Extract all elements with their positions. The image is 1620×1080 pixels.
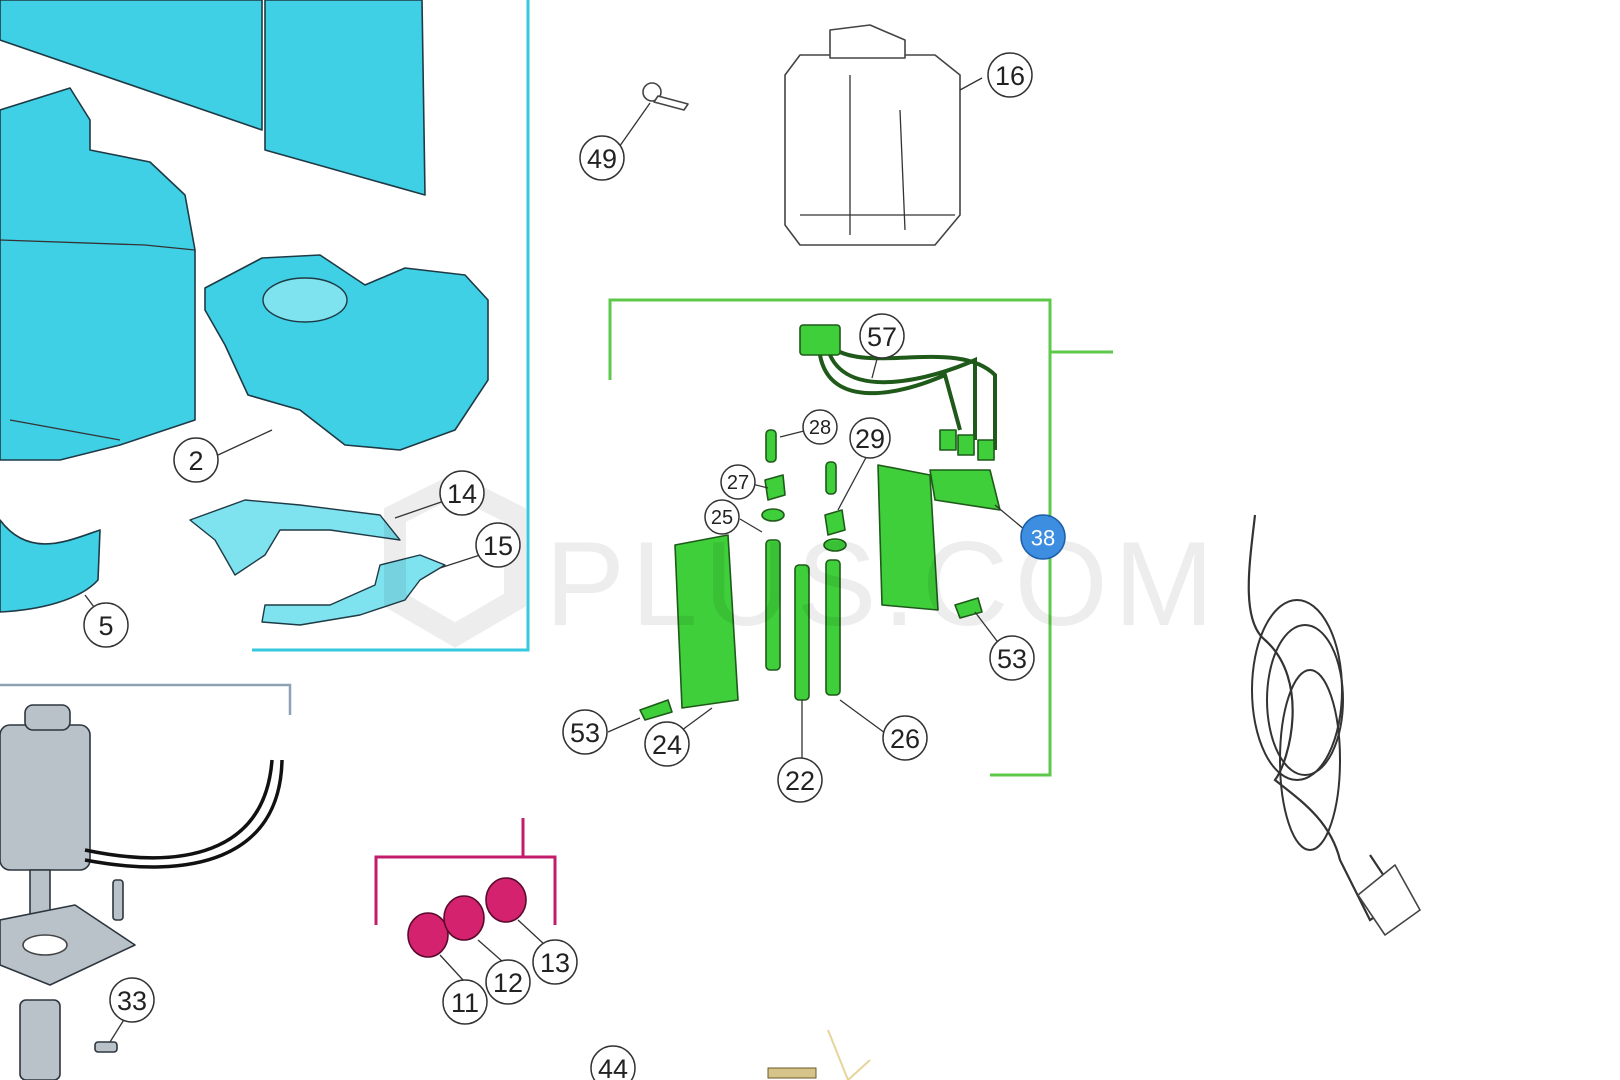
part-terminal-block[interactable] [929, 469, 1001, 511]
callout-26[interactable]: 26 [882, 715, 928, 761]
callout-27[interactable]: 27 [720, 464, 756, 500]
svg-text:38: 38 [1031, 526, 1055, 551]
frame-switch-assembly [608, 298, 1052, 777]
svg-text:5: 5 [98, 611, 113, 641]
svg-text:13: 13 [540, 948, 570, 978]
part-cover-panel[interactable] [0, 0, 263, 131]
group-gears [374, 818, 557, 958]
callout-33[interactable]: 33 [109, 977, 155, 1023]
callout-49[interactable]: 49 [579, 135, 625, 181]
part-gear-13[interactable] [485, 877, 527, 923]
part-cover-24[interactable] [674, 534, 739, 709]
group-housing [0, 0, 530, 652]
svg-text:57: 57 [867, 322, 897, 352]
callout-25[interactable]: 25 [704, 499, 740, 535]
callout-28[interactable]: 28 [802, 409, 838, 445]
svg-text:11: 11 [451, 988, 479, 1018]
callout-44[interactable]: 44 [590, 1045, 636, 1080]
callout-14[interactable]: 14 [439, 470, 485, 516]
svg-text:2: 2 [188, 446, 203, 476]
svg-text:28: 28 [809, 417, 831, 439]
callout-2[interactable]: 2 [173, 437, 219, 483]
part-worm-gear[interactable] [19, 999, 61, 1080]
callout-38-selected[interactable]: 38 [1020, 514, 1066, 560]
svg-text:49: 49 [587, 144, 617, 174]
svg-text:29: 29 [855, 424, 885, 454]
part-pin-28[interactable] [765, 429, 777, 463]
callout-13[interactable]: 13 [532, 939, 578, 985]
frame-housing [252, 0, 530, 652]
svg-text:33: 33 [117, 986, 147, 1016]
callout-12[interactable]: 12 [485, 959, 531, 1005]
part-connector-57[interactable] [799, 324, 841, 356]
part-gasket-15[interactable] [261, 554, 446, 626]
part-motor-body[interactable] [0, 724, 91, 871]
svg-text:14: 14 [447, 479, 477, 509]
callout-53-left[interactable]: 53 [562, 709, 608, 755]
svg-text:16: 16 [995, 61, 1025, 91]
svg-text:15: 15 [483, 531, 513, 561]
part-gear-11[interactable] [407, 912, 449, 958]
part-screw-49[interactable] [642, 82, 689, 111]
svg-text:53: 53 [997, 644, 1027, 674]
part-screw-33-b[interactable] [94, 1041, 118, 1053]
part-washer-25[interactable] [761, 508, 785, 522]
callout-53-right[interactable]: 53 [989, 635, 1035, 681]
part-clip-29[interactable] [824, 509, 846, 536]
part-bracket-hole [262, 277, 348, 323]
svg-text:22: 22 [785, 766, 815, 796]
svg-text:26: 26 [890, 724, 920, 754]
callout-29[interactable]: 29 [849, 417, 891, 459]
watermark-text: PLUS.COM [545, 517, 1220, 651]
watermark: PLUS.COM [384, 472, 1220, 651]
part-base-housing[interactable] [0, 87, 196, 461]
callout-15[interactable]: 15 [475, 522, 521, 568]
part-power-cable[interactable] [1247, 514, 1421, 936]
part-clip-27[interactable] [764, 474, 786, 501]
svg-text:25: 25 [711, 507, 733, 529]
part-pin-29[interactable] [825, 461, 837, 495]
group-switch-assembly [608, 298, 1113, 777]
callout-5[interactable]: 5 [83, 602, 129, 648]
part-transformer-16[interactable] [784, 24, 961, 246]
svg-text:44: 44 [598, 1054, 628, 1080]
part-side-panel[interactable] [264, 0, 426, 196]
callout-24[interactable]: 24 [644, 721, 690, 767]
part-44[interactable] [767, 1029, 871, 1080]
group-motor [0, 683, 292, 1080]
part-gear-12[interactable] [443, 895, 485, 941]
part-rod-26[interactable] [825, 559, 841, 696]
frame-gears [374, 855, 557, 925]
svg-text:24: 24 [652, 730, 682, 760]
svg-text:12: 12 [493, 968, 523, 998]
svg-text:53: 53 [570, 718, 600, 748]
callouts: 16 49 57 28 29 27 25 2 14 15 5 38 53 53 … [83, 52, 1066, 1080]
part-cover-5[interactable] [0, 519, 101, 613]
callout-11[interactable]: 11 [442, 979, 488, 1025]
part-rod-25[interactable] [765, 539, 781, 671]
part-washer-29[interactable] [823, 538, 847, 552]
part-screw-53-left[interactable] [639, 699, 673, 721]
part-switch-plate[interactable] [877, 464, 939, 611]
part-gasket-14[interactable] [189, 499, 401, 576]
frame-motor [0, 683, 292, 715]
part-screw-33-a[interactable] [112, 879, 124, 921]
part-motor-bracket[interactable] [204, 254, 489, 451]
part-wiring-57[interactable] [818, 350, 997, 450]
callout-16[interactable]: 16 [987, 52, 1033, 98]
callout-22[interactable]: 22 [777, 757, 823, 803]
callout-57[interactable]: 57 [859, 313, 905, 359]
part-motor-cable[interactable] [84, 759, 284, 869]
svg-text:27: 27 [727, 472, 749, 494]
